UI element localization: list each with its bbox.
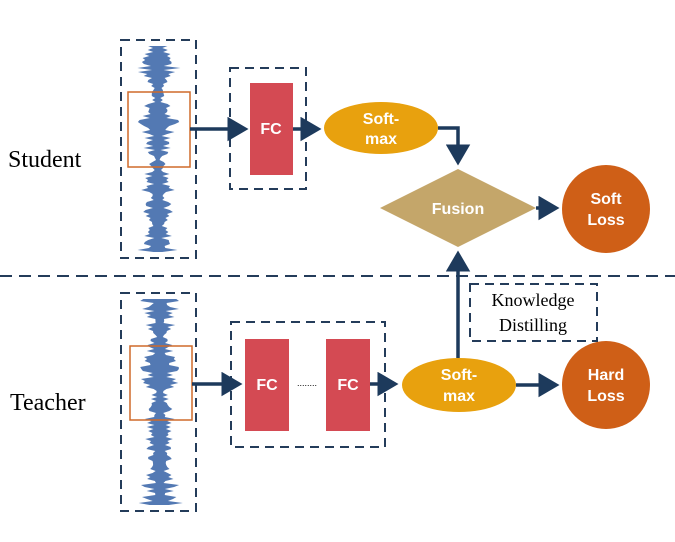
fusion-label: Fusion: [432, 201, 484, 218]
student-waveform: [137, 46, 181, 252]
teacher-waveform-box: [120, 292, 197, 512]
hard-loss-line2: Loss: [587, 388, 624, 405]
student-fc-label: FC: [260, 121, 282, 138]
hard-loss-node: [562, 341, 650, 429]
student-fc-layer: [250, 83, 293, 175]
teacher-fc2-label: FC: [337, 377, 359, 394]
teacher-waveform: [138, 299, 183, 505]
teacher-fc-ellipsis: ........: [297, 378, 317, 388]
teacher-softmax: [402, 358, 516, 412]
teacher-fc-layer-2: [326, 339, 370, 431]
teacher-softmax-line1: Soft-: [441, 367, 477, 384]
teacher-softmax-line2: max: [443, 388, 475, 405]
teacher-label: Teacher: [10, 390, 86, 416]
student-waveform-box: [120, 39, 197, 259]
fusion-node: [380, 169, 536, 247]
teacher-fc-layer-1: [245, 339, 289, 431]
soft-loss-node: [562, 165, 650, 253]
student-label: Student: [8, 147, 82, 173]
soft-loss-line2: Loss: [587, 212, 624, 229]
arrow-student-softmax-to-fusion: [438, 126, 471, 166]
knowledge-distilling-line1: Knowledge: [492, 290, 575, 310]
soft-loss-line1: Soft: [590, 191, 622, 208]
knowledge-distilling-line2: Distilling: [499, 315, 567, 335]
knowledge-distilling-box: [469, 283, 598, 342]
student-softmax-line2: max: [365, 131, 397, 148]
student-softmax-line1: Soft-: [363, 111, 399, 128]
hard-loss-line1: Hard: [588, 367, 624, 384]
student-softmax: [324, 102, 438, 154]
teacher-fc1-label: FC: [256, 377, 278, 394]
